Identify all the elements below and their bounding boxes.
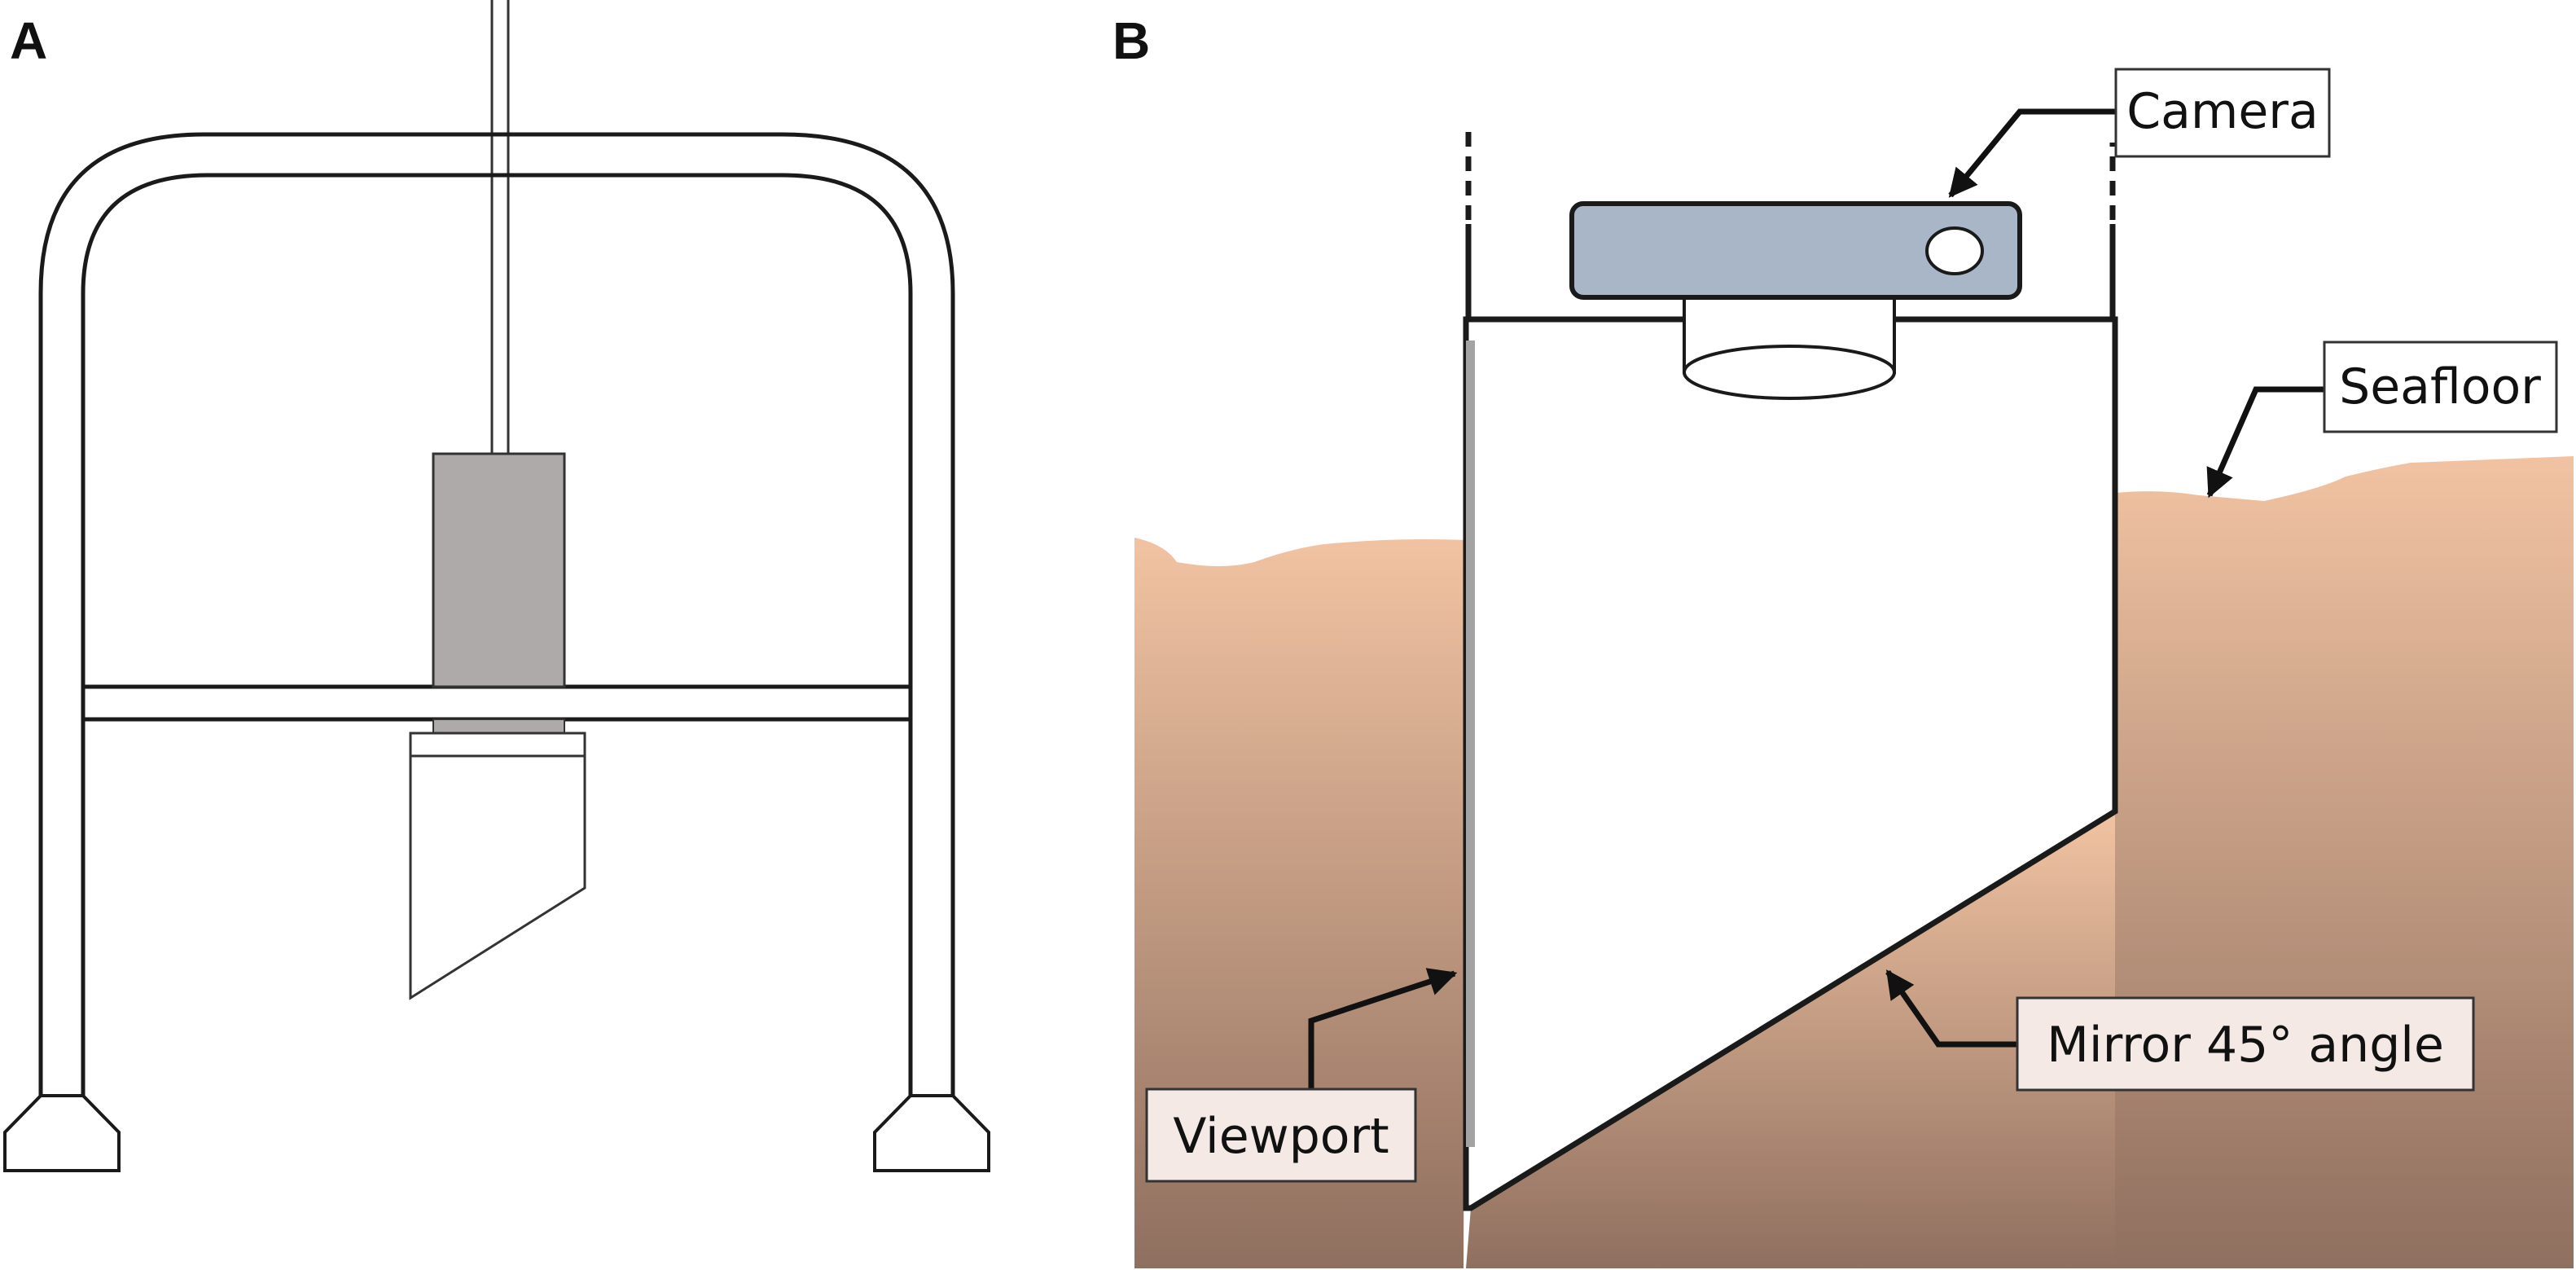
camera <box>1569 201 2022 400</box>
seafloor-callout-text: Seafloor <box>2339 358 2541 415</box>
right-foot <box>873 1094 990 1172</box>
left-foot <box>3 1094 121 1172</box>
seafloor-callout: Seafloor <box>2323 341 2558 433</box>
housing-mount <box>432 718 565 734</box>
camera-callout-text: Camera <box>2126 83 2318 140</box>
viewport-glass <box>1466 341 1475 1147</box>
lowering-cable <box>490 0 510 456</box>
camera-housing <box>432 452 566 688</box>
camera-lens <box>1925 226 1984 275</box>
panel-b-label: B <box>1112 11 1150 70</box>
camera-callout: Camera <box>2114 68 2331 158</box>
mirror-box <box>409 732 586 1000</box>
panel-a: A <box>3 0 990 1172</box>
viewport-callout-text: Viewport <box>1173 1108 1389 1165</box>
mirror-leader <box>1885 969 2017 1048</box>
camera-body <box>1569 201 2022 300</box>
callout-leaders <box>1308 108 2324 1112</box>
viewport-callout: Viewport <box>1145 1088 1417 1183</box>
viewport-leader <box>1308 968 1458 1112</box>
seafloor-leader <box>2206 386 2324 499</box>
mirror-callout-text: Mirror 45° angle <box>2047 1017 2444 1074</box>
panel-b: B <box>1112 11 2574 1268</box>
frame-extension <box>1465 126 2116 319</box>
mirror-callout: Mirror 45° angle <box>2016 996 2475 1092</box>
panel-a-label: A <box>10 11 47 70</box>
camera-leader <box>1948 108 2116 198</box>
